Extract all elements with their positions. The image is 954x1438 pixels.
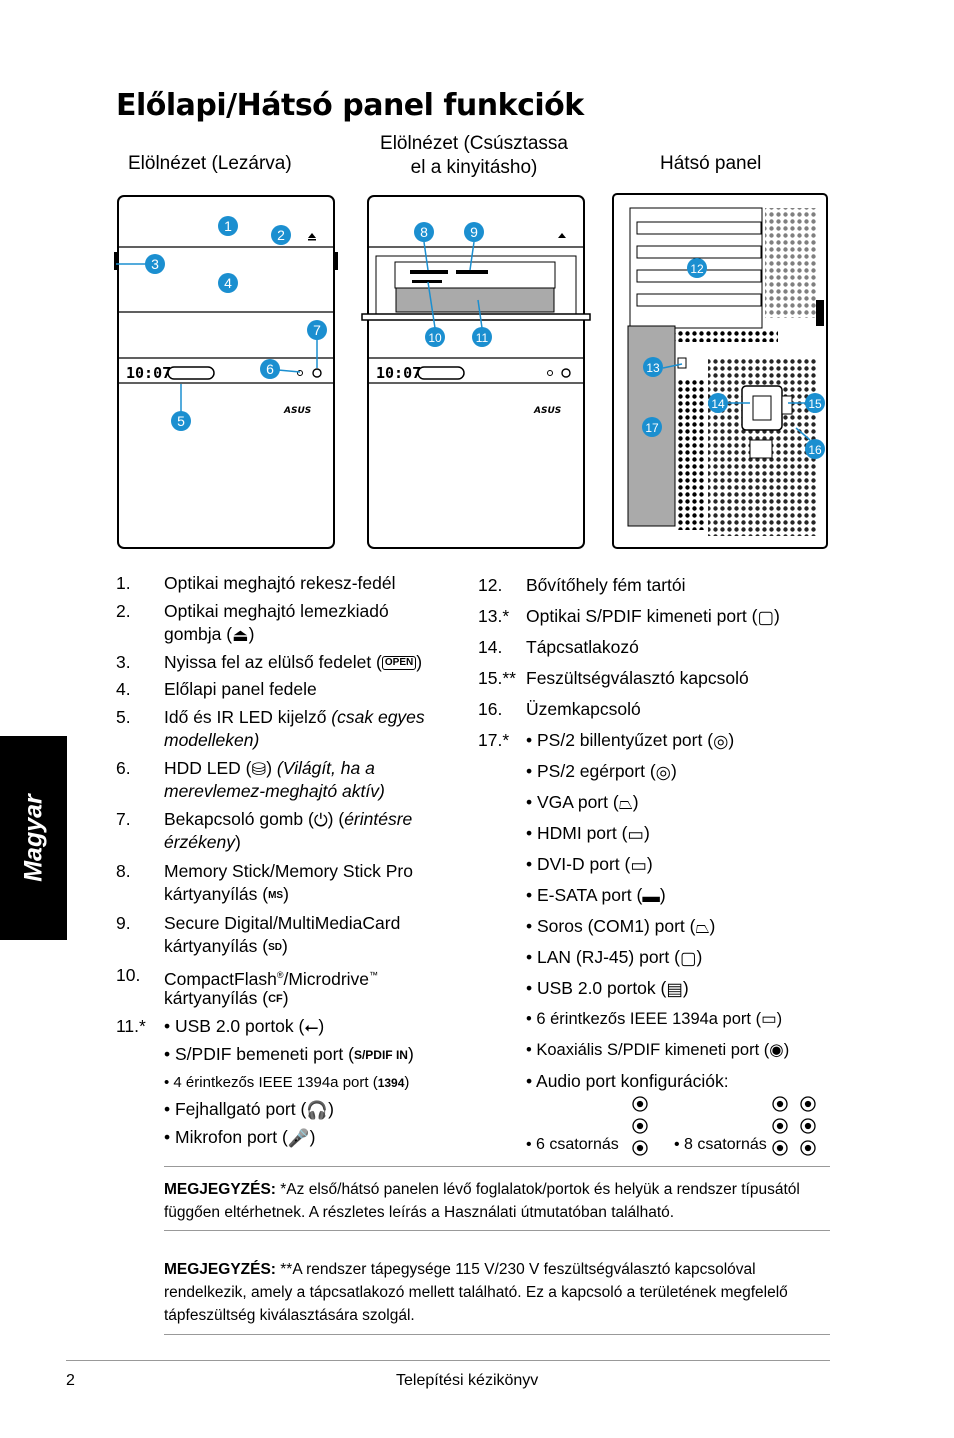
svg-text:9: 9 [470, 224, 478, 240]
usb-icon: ⭠ [304, 1016, 319, 1037]
callout-16: 16 [805, 439, 825, 459]
audio-jack-diagrams [632, 1096, 816, 1156]
ieee1394-6pin-icon: ▭ [761, 1010, 777, 1029]
ps2-keyboard-icon: ◎ [713, 730, 729, 751]
optical-spdif-icon: ▢ [757, 606, 775, 627]
audio-6ch-icon [632, 1096, 648, 1156]
language-tab: Magyar [0, 736, 67, 940]
page-number: 2 [66, 1372, 75, 1389]
vga-port-icon: ⏢ [618, 792, 633, 813]
svg-text:ASUS: ASUS [533, 406, 561, 416]
lan-port-icon: ▢ [679, 947, 697, 968]
open-icon: OPEN [381, 656, 417, 671]
svg-text:15: 15 [808, 397, 822, 411]
callout-13: 13 [643, 357, 663, 377]
label-front-locked: Elölnézet (Lezárva) [128, 153, 292, 174]
callout-5: 5 [171, 411, 191, 431]
divider [164, 1334, 830, 1335]
svg-text:10:07: 10:07 [376, 364, 421, 382]
callout-10: 10 [425, 327, 445, 347]
callout-7: 7 [307, 320, 327, 340]
audio-8ch-icon [772, 1096, 816, 1156]
usb-ports-icon: ▤ [666, 978, 683, 999]
callout-9: 9 [464, 222, 484, 242]
dvi-port-icon: ▭ [630, 854, 647, 875]
callout-6: 6 [260, 359, 280, 379]
front-view-open: 10:07 ASUS [361, 195, 591, 549]
callout-1: 1 [218, 216, 238, 236]
svg-text:3: 3 [151, 256, 159, 272]
divider [164, 1166, 830, 1167]
svg-text:12: 12 [690, 262, 704, 276]
footer-divider [66, 1360, 830, 1361]
footer-title: Telepítési kézikönyv [396, 1372, 539, 1389]
hdmi-port-icon: ▭ [627, 823, 644, 844]
esata-port-icon: ▬ [642, 885, 660, 906]
audio-8ch-label: • 8 csatornás [674, 1136, 767, 1153]
sd-card-icon: SD [268, 941, 282, 953]
svg-text:2: 2 [277, 227, 285, 243]
svg-text:11: 11 [476, 331, 489, 345]
svg-text:8: 8 [420, 224, 428, 240]
headphone-icon: 🎧 [306, 1099, 329, 1120]
case-illustrations: 10:07 ASUS 10:07 ASUS [114, 193, 828, 549]
page-title: Előlapi/Hátsó panel funkciók [116, 88, 584, 123]
serial-port-icon: ⏢ [695, 916, 710, 937]
svg-text:17: 17 [645, 421, 659, 435]
svg-text:4: 4 [224, 275, 232, 291]
svg-text:14: 14 [711, 397, 725, 411]
callout-4: 4 [218, 273, 238, 293]
coaxial-spdif-icon: ◉ [769, 1041, 784, 1060]
note-1: MEGJEGYZÉS: *Az első/hátsó panelen lévő … [164, 1181, 800, 1221]
svg-text:6: 6 [266, 361, 274, 377]
svg-text:7: 7 [313, 322, 321, 338]
eject-icon: ⏏ [232, 624, 249, 645]
front-view-locked: 10:07 ASUS [114, 195, 338, 549]
microphone-icon: 🎤 [287, 1127, 310, 1148]
svg-text:5: 5 [177, 413, 185, 429]
memory-stick-icon: MS [268, 889, 284, 901]
divider [164, 1230, 830, 1231]
compactflash-icon: CF [268, 992, 283, 1005]
svg-text:16: 16 [808, 443, 822, 457]
hdd-led-icon: ⛁ [251, 758, 267, 779]
spdif-in-icon: S/PDIF IN [353, 1047, 408, 1062]
callout-14: 14 [708, 393, 728, 413]
ps2-mouse-icon: ◎ [655, 761, 671, 782]
callout-15: 15 [805, 393, 825, 413]
svg-text:1: 1 [224, 218, 232, 234]
svg-text:10: 10 [428, 331, 442, 345]
power-icon: ⏻ [313, 809, 328, 830]
clock-display: 10:07 [126, 364, 171, 382]
callout-11: 11 [472, 327, 492, 347]
svg-text:13: 13 [646, 361, 660, 375]
audio-6ch-label: • 6 csatornás [526, 1136, 619, 1153]
callout-8: 8 [414, 222, 434, 242]
callout-2: 2 [271, 225, 291, 245]
callout-3: 3 [145, 254, 165, 274]
label-front-slide: Elölnézet (Csúsztassa el a kinyitásho) [380, 133, 568, 178]
callout-17: 17 [642, 417, 662, 437]
ieee1394-icon: 1394 [377, 1075, 405, 1090]
note-2: MEGJEGYZÉS: **A rendszer tápegysége 115 … [164, 1261, 788, 1324]
label-rear: Hátsó panel [660, 153, 762, 174]
callout-12: 12 [687, 258, 707, 278]
brand-logo: ASUS [283, 406, 311, 416]
